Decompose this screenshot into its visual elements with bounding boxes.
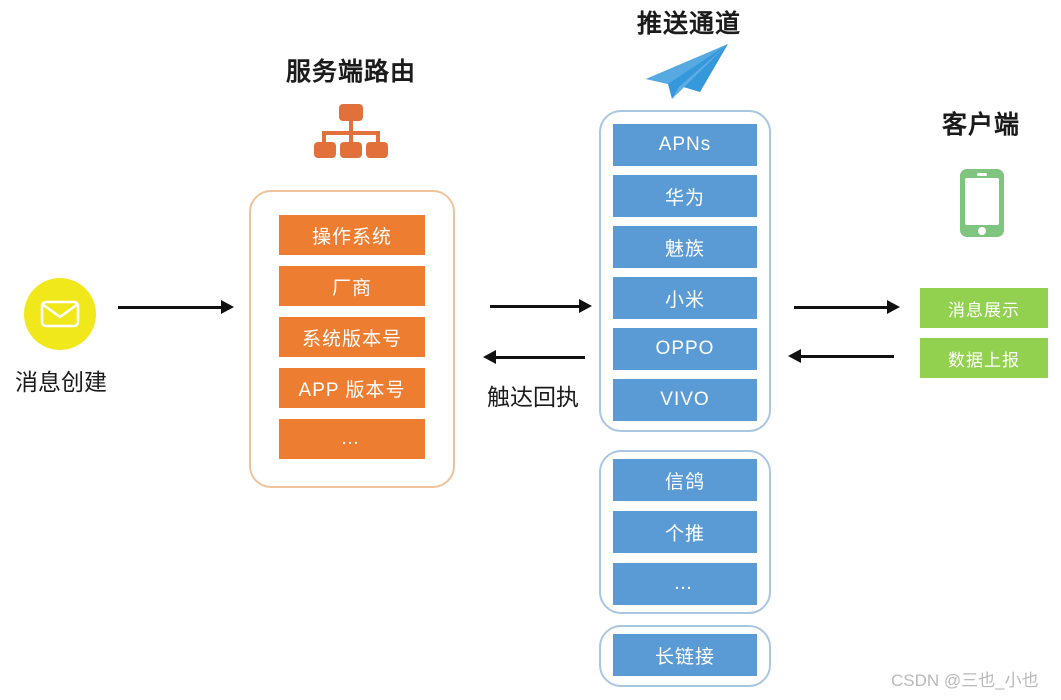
push-channel-item-label: VIVO — [660, 389, 710, 410]
arrow-router-to-push — [490, 299, 592, 313]
push-channel-item-getui[interactable]: 个推 — [613, 511, 757, 553]
push-channel-item-xiaomi[interactable]: 小米 — [613, 277, 757, 319]
push-channel-title: 推送通道 — [636, 10, 741, 38]
server-routing-item-1[interactable]: 厂商 — [279, 266, 425, 306]
push-channel-item-label: 长链接 — [654, 646, 715, 668]
push-channel-item-more[interactable]: … — [613, 563, 757, 605]
server-routing-item-label: 系统版本号 — [301, 328, 402, 350]
message-source-label: 消息创建 — [15, 369, 107, 395]
push-channel-item-oppo[interactable]: OPPO — [613, 328, 757, 370]
client-title: 客户端 — [941, 111, 1020, 139]
push-channel-item-label: 个推 — [664, 523, 705, 545]
arrow-head-left-icon — [788, 349, 801, 363]
message-source-circle — [24, 278, 96, 350]
arrow-push-to-client — [794, 300, 900, 314]
server-routing-item-label: APP 版本号 — [298, 379, 406, 401]
client-item-data-report[interactable]: 数据上报 — [920, 338, 1048, 378]
push-channel-item-label: APNs — [658, 134, 712, 155]
push-channel-item-label: OPPO — [655, 338, 715, 359]
arrow-head-right-icon — [221, 300, 234, 314]
push-channel-item-label: 华为 — [664, 187, 705, 209]
server-routing-item-2[interactable]: 系统版本号 — [279, 317, 425, 357]
envelope-icon — [40, 300, 80, 328]
arrow-head-right-icon — [579, 299, 592, 313]
mobile-phone-icon — [959, 168, 1005, 243]
arrow-head-right-icon — [887, 300, 900, 314]
client-item-message-display[interactable]: 消息展示 — [920, 288, 1048, 328]
server-routing-item-label: 厂商 — [331, 277, 372, 299]
push-channel-item-label: … — [673, 573, 697, 594]
paper-plane-icon — [638, 42, 732, 107]
push-channel-item-meizu[interactable]: 魅族 — [613, 226, 757, 268]
push-channel-item-long-connection[interactable]: 长链接 — [613, 634, 757, 676]
push-channel-item-apns[interactable]: APNs — [613, 124, 757, 166]
push-channel-item-label: 小米 — [664, 289, 705, 311]
sitemap-icon — [312, 104, 390, 171]
server-routing-item-4[interactable]: … — [279, 419, 425, 459]
message-source-group — [24, 278, 98, 350]
watermark: CSDN @三也_小也 — [891, 671, 1039, 690]
arrow-push-to-router — [483, 350, 585, 364]
server-routing-title: 服务端路由 — [285, 58, 416, 86]
client-item-label: 数据上报 — [948, 350, 1020, 370]
arrow-push-to-router-caption: 触达回执 — [487, 384, 579, 410]
push-channel-item-xinge[interactable]: 信鸽 — [613, 459, 757, 501]
push-channel-item-label: 信鸽 — [664, 471, 705, 493]
push-channel-item-huawei[interactable]: 华为 — [613, 175, 757, 217]
arrow-client-to-push — [788, 349, 894, 363]
arrow-create-to-router — [118, 300, 234, 314]
server-routing-item-label: … — [340, 428, 364, 449]
server-routing-item-0[interactable]: 操作系统 — [279, 215, 425, 255]
arrow-head-left-icon — [483, 350, 496, 364]
server-routing-item-3[interactable]: APP 版本号 — [279, 368, 425, 408]
client-item-label: 消息展示 — [948, 300, 1020, 320]
server-routing-item-label: 操作系统 — [311, 226, 392, 248]
push-channel-item-vivo[interactable]: VIVO — [613, 379, 757, 421]
push-channel-item-label: 魅族 — [664, 238, 705, 260]
